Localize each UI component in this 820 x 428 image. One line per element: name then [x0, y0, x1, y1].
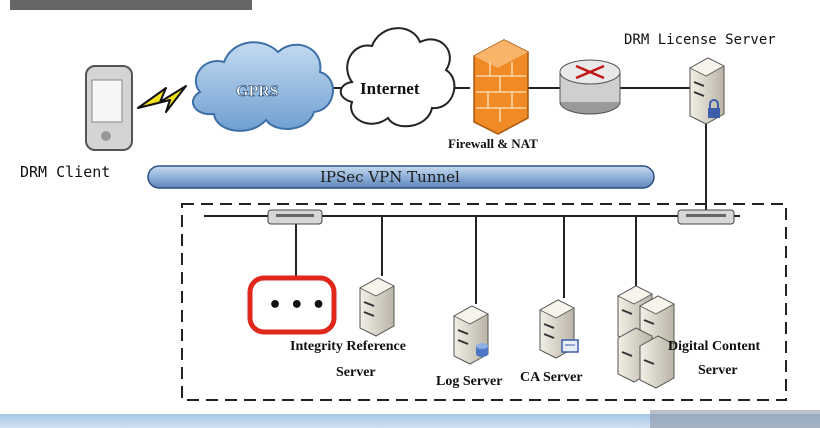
firewall-label: Firewall & NAT [448, 136, 538, 151]
content-server-cluster-icon [617, 285, 675, 389]
gprs-cloud-icon [192, 41, 334, 132]
gprs-label: GPRS [236, 83, 279, 100]
firewall-icon [473, 39, 529, 135]
switch-icon [677, 209, 735, 225]
ca-server-icon [539, 299, 579, 359]
top-bar [10, 0, 252, 10]
integrity-server-label-line1: Integrity Reference [290, 339, 406, 354]
highlight-box [247, 275, 337, 335]
switch-icon [267, 209, 323, 225]
internal-network-boundary [181, 203, 787, 401]
pda-icon [85, 65, 133, 151]
internet-label: Internet [360, 79, 420, 98]
log-server-icon [453, 305, 489, 365]
drm-client-label: DRM Client [20, 163, 110, 181]
vpn-tunnel-label: IPSec VPN Tunnel [320, 168, 460, 186]
integrity-server-label-line2: Server [336, 365, 376, 380]
log-server-label: Log Server [436, 374, 502, 389]
bottom-strip [0, 414, 820, 428]
bottom-strip-right [650, 410, 820, 428]
ca-server-label: CA Server [520, 370, 583, 385]
license-server-label: DRM License Server [624, 32, 776, 48]
license-server-icon [689, 57, 725, 125]
internet-cloud-icon [339, 27, 456, 128]
wireless-link-icon [137, 85, 187, 113]
router-icon [559, 59, 621, 115]
vpn-tunnel [147, 165, 655, 189]
highlight-ellipsis: • • • [268, 293, 326, 318]
content-server-label-line2: Server [698, 363, 738, 378]
content-server-label-line1: Digital Content [668, 339, 761, 354]
internal-backbone [204, 215, 740, 304]
integrity-server-icon [359, 277, 395, 337]
